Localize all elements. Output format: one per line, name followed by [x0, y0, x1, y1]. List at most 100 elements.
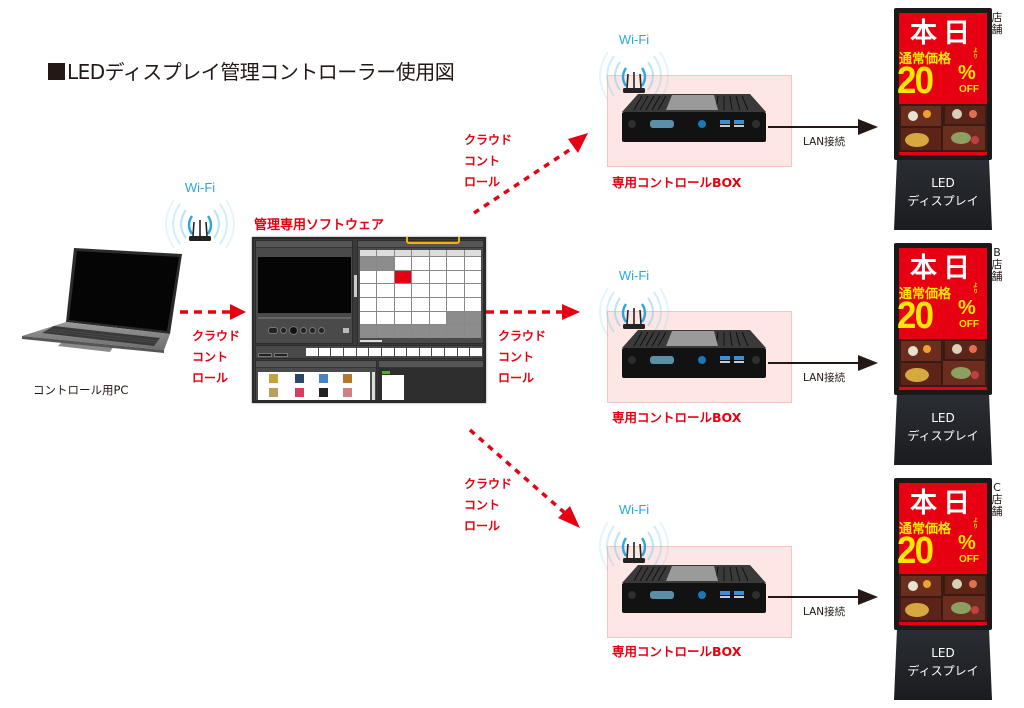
- calendar-cell: [429, 311, 447, 325]
- display-stand-label: LED ディスプレイ: [894, 409, 992, 445]
- cloud-label-line1: クラウド: [498, 329, 547, 343]
- software-title: 管理専用ソフトウェア: [254, 218, 385, 233]
- calendar-cell: [447, 298, 464, 311]
- cloud-control-label-pc: クラウド コント ロール: [192, 326, 240, 389]
- control-box-device-b: [622, 330, 766, 378]
- bento-food-image: [899, 339, 987, 387]
- promo-discount-off: OFF: [959, 554, 979, 565]
- calendar-cell: [394, 257, 412, 270]
- splitter-handle: [354, 275, 357, 297]
- calendar-cell: [412, 284, 429, 297]
- wifi-router-icon: [165, 199, 235, 249]
- calendar-weekday-header: [412, 250, 429, 256]
- calendar-cell-selected: [394, 270, 412, 284]
- calendar-cell: [464, 325, 481, 338]
- calendar-cell: [464, 298, 481, 311]
- group-list: [382, 375, 404, 400]
- timeline-slot: [343, 348, 356, 356]
- calendar-cell: [394, 284, 412, 297]
- movie-library-panel: [255, 360, 377, 401]
- calendar-cell: [377, 298, 394, 311]
- cloud-label-line3: ロール: [464, 175, 501, 189]
- lan-arrow-a: [768, 119, 878, 135]
- pc-wifi-router: Wi-Fi: [160, 180, 240, 252]
- group-panel: [378, 360, 484, 401]
- pc-label: コントロール用PC: [33, 383, 129, 397]
- calendar-cell: [447, 270, 464, 284]
- box-a-wifi-router: Wi-Fi: [594, 32, 674, 104]
- rewind-button: [280, 327, 287, 334]
- promo-headline: 本日: [910, 253, 976, 284]
- calendar-cell: [464, 311, 481, 325]
- lan-label-b: LAN接続: [803, 372, 846, 384]
- led-display-b: 本日 通常価格 より 20 % OFF LED ディスプレイ: [894, 243, 992, 465]
- cloud-label-line1: クラウド: [192, 329, 241, 343]
- timeline-slot: [369, 348, 381, 356]
- store-label-b: B店舗: [991, 246, 1003, 283]
- cloud-control-label-c: クラウド コント ロール: [464, 474, 512, 537]
- movie-list: [258, 372, 370, 400]
- loop-button: [268, 327, 278, 334]
- promo-discount-off: OFF: [959, 84, 979, 95]
- timeline-slot: [419, 348, 432, 356]
- stand-label-line1: LED: [931, 411, 955, 425]
- promo-subline-suffix: より: [973, 283, 979, 295]
- timeline-slot: [318, 348, 331, 356]
- promo-headline: 本日: [910, 488, 976, 519]
- calendar-weekday-header: [464, 250, 481, 256]
- calendar-cell: [447, 325, 464, 338]
- calendar-cell: [429, 298, 447, 311]
- timeline-slot: [432, 348, 445, 356]
- promo-discount-off: OFF: [959, 319, 979, 330]
- calendar-cell: [377, 270, 394, 284]
- timeline-slot: [381, 348, 394, 356]
- cloud-label-line3: ロール: [192, 371, 229, 385]
- promo-subline-suffix: より: [973, 48, 979, 60]
- promo-discount-sign: %: [958, 297, 976, 319]
- calendar-grid: [360, 250, 481, 338]
- timeline-slot: [356, 348, 369, 356]
- calendar-cell: [377, 257, 394, 270]
- calendar-cell: [394, 311, 412, 325]
- cloud-label-line2: コント: [464, 498, 501, 512]
- calendar-cell: [394, 325, 412, 338]
- led-display-a: 本日 通常価格 より 20 % OFF LED ディスプレイ: [894, 8, 992, 230]
- cloud-label-line3: ロール: [464, 519, 501, 533]
- preview-panel: [255, 240, 353, 344]
- calendar-cell: [447, 311, 464, 325]
- calendar-cell: [464, 270, 481, 284]
- display-stand: [894, 630, 992, 700]
- timeline-slot: [394, 348, 407, 356]
- timeline-panel: [255, 345, 484, 359]
- calendar-cell: [394, 298, 412, 311]
- stand-label-line2: ディスプレイ: [907, 429, 979, 443]
- cloud-control-label-a: クラウド コント ロール: [464, 130, 512, 193]
- next-button: [318, 327, 325, 334]
- lan-label-a: LAN接続: [803, 136, 846, 148]
- calendar-cell: [360, 298, 377, 311]
- calendar-cell: [377, 311, 394, 325]
- calendar-cell: [412, 298, 429, 311]
- wifi-router-icon: [599, 287, 669, 337]
- bento-food-image: [899, 574, 987, 622]
- calendar-cell: [360, 270, 377, 284]
- calendar-weekday-header: [429, 250, 447, 256]
- calendar-cell: [447, 284, 464, 297]
- lan-arrow-b: [768, 355, 878, 371]
- control-box-device-c: [622, 565, 766, 613]
- calendar-cell: [429, 270, 447, 284]
- movie-scrollbar: [372, 372, 375, 400]
- lan-label-c: LAN接続: [803, 606, 846, 618]
- calendar-cell: [377, 284, 394, 297]
- calendar-cell: [429, 284, 447, 297]
- timeline-slot: [407, 348, 419, 356]
- cloud-label-line1: クラウド: [464, 133, 513, 147]
- timeline-slot: [331, 348, 343, 356]
- promo-discount-sign: %: [958, 532, 976, 554]
- led-display-c: 本日 通常価格 より 20 % OFF LED ディスプレイ: [894, 478, 992, 700]
- title-bullet-square: [48, 63, 65, 80]
- cloud-label-line2: コント: [498, 350, 535, 364]
- calendar-scrollbar: [360, 340, 382, 342]
- store-label-a: 店舗: [991, 11, 1003, 36]
- timeline-slot: [306, 348, 318, 356]
